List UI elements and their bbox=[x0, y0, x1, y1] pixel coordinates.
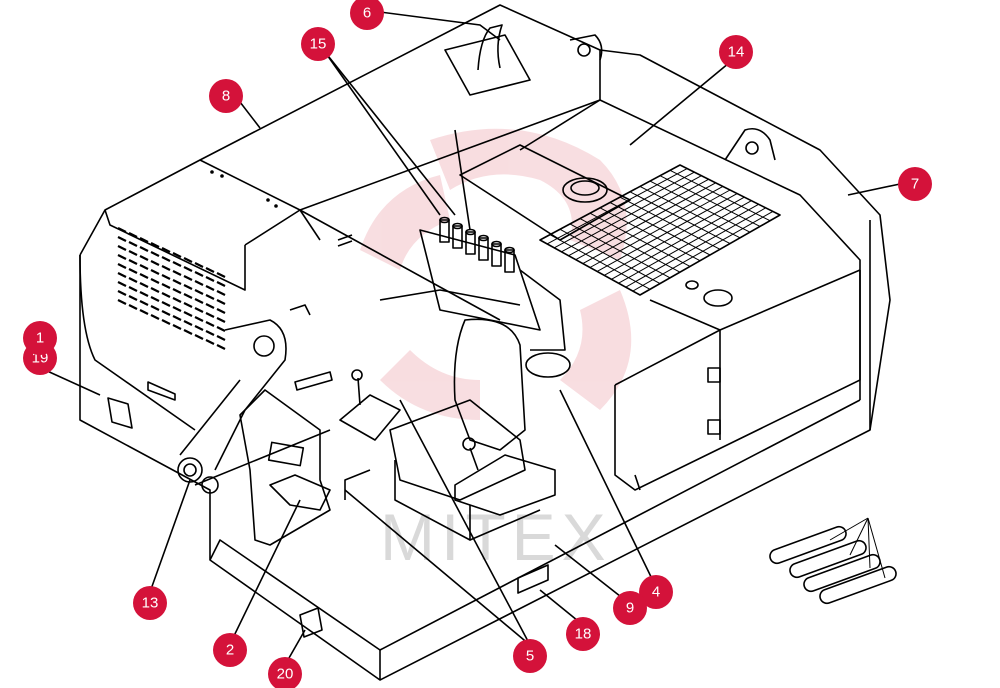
callout-8: 8 bbox=[209, 79, 243, 113]
svg-text:13: 13 bbox=[142, 595, 159, 612]
svg-text:1: 1 bbox=[36, 330, 44, 347]
svg-text:14: 14 bbox=[728, 44, 745, 61]
svg-text:6: 6 bbox=[363, 5, 371, 22]
callout-14: 14 bbox=[719, 35, 753, 69]
svg-text:4: 4 bbox=[652, 584, 660, 601]
machine-body bbox=[79, 4, 891, 681]
callout-9: 9 bbox=[613, 591, 647, 625]
svg-text:9: 9 bbox=[626, 600, 634, 617]
callout-5: 5 bbox=[513, 639, 547, 673]
callout-7: 7 bbox=[898, 167, 932, 201]
svg-text:8: 8 bbox=[222, 88, 230, 105]
callout-15: 15 bbox=[301, 27, 335, 61]
svg-text:2: 2 bbox=[226, 642, 234, 659]
svg-text:7: 7 bbox=[911, 176, 919, 193]
radiator-mesh bbox=[546, 168, 774, 292]
callout-4: 4 bbox=[639, 575, 673, 609]
callout-18: 18 bbox=[566, 617, 600, 651]
svg-text:15: 15 bbox=[310, 36, 327, 53]
callout-2: 2 bbox=[213, 633, 247, 667]
callout-1: 1 bbox=[23, 321, 57, 355]
callout-13: 13 bbox=[133, 586, 167, 620]
callout-20: 20 bbox=[268, 657, 302, 688]
svg-text:5: 5 bbox=[526, 648, 534, 665]
svg-text:20: 20 bbox=[277, 666, 294, 683]
decal-set bbox=[769, 517, 897, 605]
callout-6: 6 bbox=[350, 0, 384, 30]
hood-grille bbox=[117, 227, 226, 350]
svg-text:18: 18 bbox=[575, 626, 592, 643]
